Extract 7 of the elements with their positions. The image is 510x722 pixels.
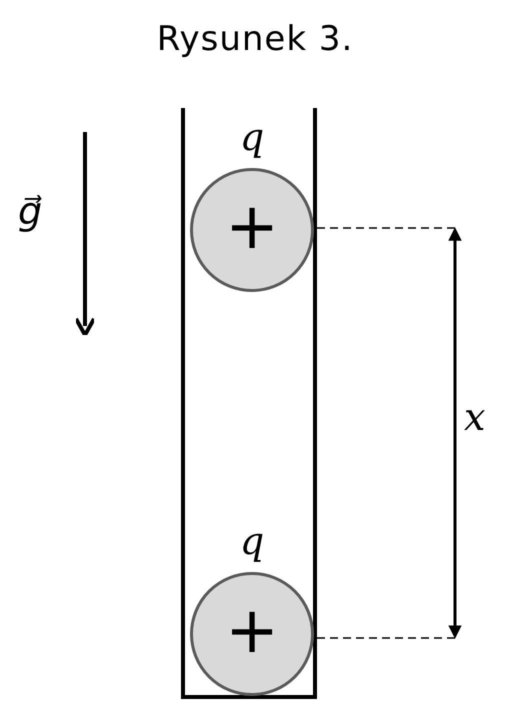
charge-label: q <box>238 118 266 156</box>
charge-sign: + <box>225 599 279 663</box>
distance-label: x <box>464 398 486 436</box>
title: Rysunek 3. <box>156 22 354 56</box>
vector-label: g⃗ <box>18 192 42 230</box>
charge-label: q <box>238 522 266 560</box>
charge-sign: + <box>225 195 279 259</box>
